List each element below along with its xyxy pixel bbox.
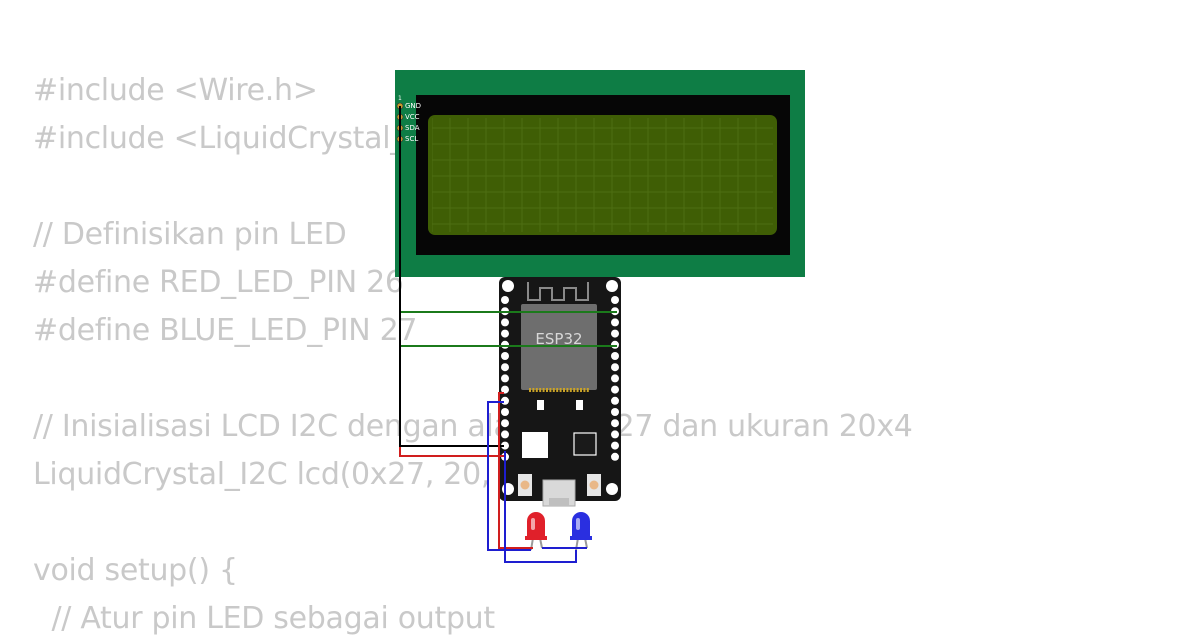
- esp32-pin[interactable]: [501, 340, 509, 349]
- module-pad: [563, 388, 565, 392]
- circuit-canvas: 1 GND VCC SDA SCL ESP32: [395, 70, 805, 563]
- esp32-pin[interactable]: [611, 419, 619, 428]
- blue-led-body: [572, 512, 590, 538]
- esp32-pin[interactable]: [501, 374, 509, 383]
- mounting-hole: [606, 280, 618, 292]
- mounting-hole: [606, 483, 618, 495]
- module-pad: [552, 388, 555, 392]
- esp32-pin-header-right: [611, 296, 619, 461]
- wire-blue-led-a[interactable]: [487, 401, 531, 551]
- esp32-pin[interactable]: [611, 385, 619, 394]
- code-line: // Definisikan pin LED: [33, 217, 347, 252]
- antenna-trace: [527, 282, 589, 301]
- module-pad: [539, 388, 542, 392]
- red-led-body: [527, 512, 545, 538]
- esp32-pin[interactable]: [611, 329, 619, 338]
- esp32-pin[interactable]: [611, 340, 619, 349]
- module-pad: [566, 388, 569, 392]
- voltage-regulator: [522, 432, 548, 458]
- module-pad: [546, 388, 548, 392]
- usb-uart-chip: [573, 432, 597, 456]
- wire-blue-led-b[interactable]: [504, 451, 577, 563]
- blue-led[interactable]: [570, 512, 592, 551]
- esp32-pin[interactable]: [611, 296, 619, 304]
- module-pad: [549, 388, 552, 392]
- red-led[interactable]: [525, 512, 547, 551]
- code-line: #include <Wire.h>: [33, 73, 318, 108]
- esp32-pin[interactable]: [611, 430, 619, 439]
- module-pad: [532, 388, 535, 392]
- module-pad: [573, 388, 576, 392]
- code-line: #define RED_LED_PIN 26: [33, 265, 404, 300]
- wires: [399, 106, 617, 563]
- chip-label: ESP32: [535, 330, 582, 348]
- mounting-hole: [502, 280, 514, 292]
- esp32-pin[interactable]: [611, 441, 619, 450]
- module-pad: [535, 388, 538, 392]
- lcd-pin-label: VCC: [405, 113, 420, 121]
- smd-component: [537, 400, 544, 410]
- blue-led-flange: [570, 536, 592, 540]
- led-highlight: [576, 518, 580, 530]
- module-pad: [542, 388, 545, 392]
- esp32-pin[interactable]: [501, 441, 509, 450]
- module-pad: [556, 388, 559, 392]
- esp32-pin[interactable]: [501, 318, 509, 327]
- usb-port-opening: [549, 498, 569, 506]
- module-pad: [586, 388, 589, 392]
- esp32-pin[interactable]: [501, 396, 509, 405]
- smd-component: [576, 400, 583, 410]
- lcd-character-grid: [432, 118, 773, 232]
- module-pad: [583, 388, 586, 392]
- esp32-pin[interactable]: [501, 329, 509, 338]
- lcd-pin-label: SDA: [405, 124, 420, 132]
- esp32-pin[interactable]: [611, 363, 619, 372]
- lcd-pin-label: GND: [405, 102, 421, 110]
- esp32-pin[interactable]: [611, 352, 619, 360]
- led-highlight: [531, 518, 535, 530]
- esp32-pin[interactable]: [611, 408, 619, 416]
- esp32-pin[interactable]: [501, 430, 509, 439]
- esp32-pin[interactable]: [501, 296, 509, 304]
- lcd-pin-label: SCL: [405, 135, 418, 143]
- esp32-pin[interactable]: [611, 452, 619, 461]
- mounting-hole: [502, 483, 514, 495]
- module-pad: [580, 388, 582, 392]
- lcd-pin-number: 1: [398, 95, 402, 102]
- wire-gnd[interactable]: [399, 106, 504, 447]
- reset-button-cap[interactable]: [589, 480, 599, 490]
- module-pads: [529, 388, 589, 392]
- esp32-pin[interactable]: [501, 408, 509, 416]
- esp32-pin-header-left: [501, 296, 509, 461]
- code-line: #define BLUE_LED_PIN 27: [33, 313, 418, 348]
- module-pad: [559, 388, 562, 392]
- esp32-pin[interactable]: [501, 385, 509, 394]
- lcd-display[interactable]: 1 GND VCC SDA SCL: [395, 70, 805, 277]
- code-line: void setup() {: [33, 553, 238, 588]
- red-led-flange: [525, 536, 547, 540]
- esp32-pin[interactable]: [501, 363, 509, 372]
- esp32-pin[interactable]: [611, 374, 619, 383]
- module-pad: [529, 388, 531, 392]
- module-pad: [576, 388, 579, 392]
- module-pad: [569, 388, 572, 392]
- code-line: LiquidCrystal_I2C lcd(0x27, 20, 4);: [33, 457, 540, 492]
- esp32-pin[interactable]: [611, 318, 619, 327]
- esp32-pin[interactable]: [501, 352, 509, 360]
- wire-red-led[interactable]: [498, 392, 533, 549]
- boot-button-cap[interactable]: [520, 480, 530, 490]
- esp32-pin[interactable]: [501, 419, 509, 428]
- esp32-pin[interactable]: [611, 396, 619, 405]
